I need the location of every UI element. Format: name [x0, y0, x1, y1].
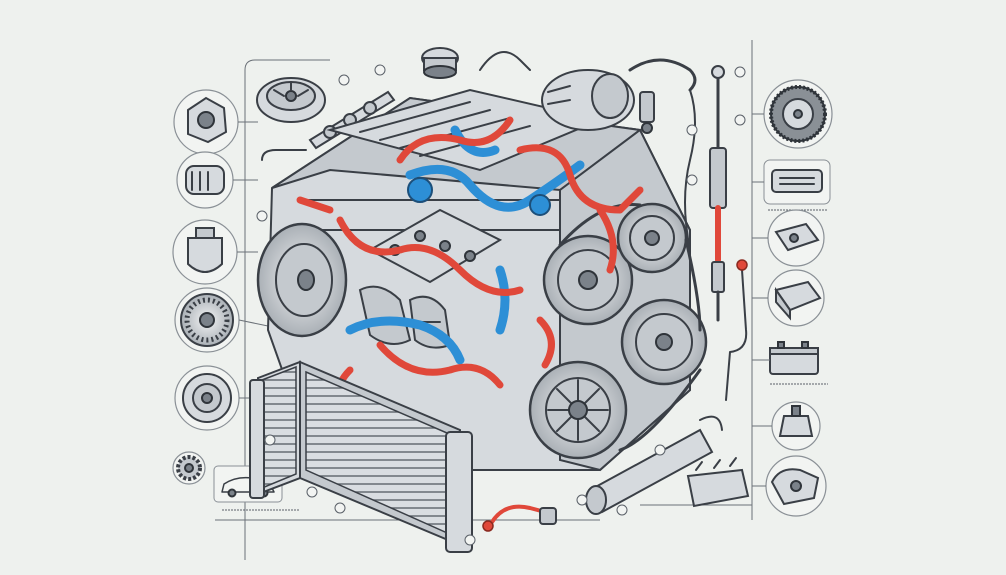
right-pulleys — [528, 202, 708, 460]
right-part-ecu — [763, 159, 831, 211]
top-cap-part — [421, 47, 459, 79]
turbo-part — [479, 51, 697, 134]
left-part-flywheel — [174, 365, 262, 431]
right-leader-lines — [752, 113, 772, 487]
right-part-valve — [771, 401, 821, 451]
right-part-battery — [769, 341, 828, 385]
push-rods — [684, 65, 748, 401]
left-pulley — [256, 222, 348, 338]
right-part-tire — [763, 79, 833, 149]
left-part-fuel-filter — [172, 219, 258, 285]
right-part-sensor — [767, 209, 825, 267]
left-part-water-pump — [173, 89, 258, 155]
callout-markers — [256, 64, 746, 546]
left-part-gear — [172, 451, 206, 485]
left-part-clutch-plate — [174, 287, 269, 353]
bottom-small-parts — [482, 457, 750, 532]
left-part-alternator — [176, 151, 258, 209]
intake-pipes — [345, 125, 585, 365]
right-part-bracket — [765, 455, 827, 517]
top-pulley-part — [256, 77, 326, 123]
right-part-control-unit — [767, 269, 825, 327]
radiator — [249, 360, 473, 553]
